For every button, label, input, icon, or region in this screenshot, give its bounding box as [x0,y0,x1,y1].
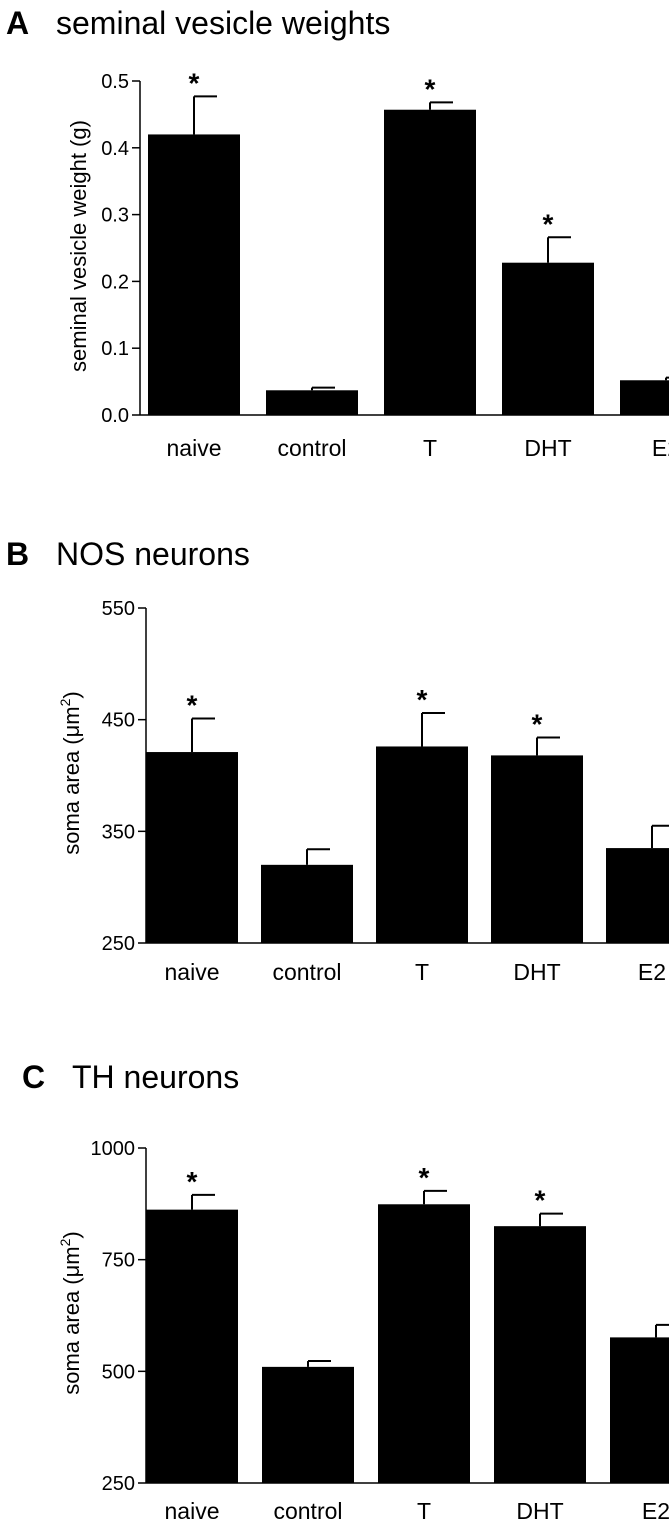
panel-a-bar-control [266,390,358,415]
panel-c-category-label: T [417,1498,431,1524]
panel-b-category-label: naive [165,959,220,985]
panel-a-y-tick-label: 0.0 [101,405,129,427]
panel-b-category-label: E2 [638,959,666,985]
panel-c-y-tick-label: 1000 [91,1138,136,1160]
panel-c-bar-e2 [610,1337,669,1483]
panel-c-significance-marker: * [187,1166,198,1197]
panel-b-y-tick-label: 550 [102,598,135,620]
panel-c-y-tick-label: 250 [102,1473,135,1495]
panel-c-y-tick-label: 500 [102,1361,135,1383]
panel-b-y-axis-label-main: soma area (μm [59,706,84,854]
panel-b-y-axis-label: soma area (μm2) [57,691,84,855]
panel-c-y-tick-label: 750 [102,1250,135,1272]
panel-a-category-label: DHT [524,435,571,461]
panel-a-title: seminal vesicle weights [56,5,390,41]
panel-c-y-axis-label-superscript: 2 [57,1238,73,1246]
panel-b-bar-dht [491,755,583,943]
panel-c-bar-dht [494,1226,586,1483]
panel-a-category-label: T [423,435,437,461]
panel-c-category-label: DHT [516,1498,563,1524]
panel-b-bar-naive [146,752,238,943]
panel-b-bar-e2 [606,848,669,943]
panel-c-category-label: control [273,1498,342,1524]
panel-c-category-label: naive [165,1498,220,1524]
panel-c-title: TH neurons [72,1059,239,1095]
panel-b-bar-t [376,746,468,943]
panel-c-letter: C [22,1059,45,1095]
panel-a-significance-marker: * [543,208,554,239]
panel-a-bar-naive [148,134,240,415]
panel-c-bar-t [378,1204,470,1483]
panel-b-y-tick-label: 250 [102,933,135,955]
panel-b-title: NOS neurons [56,536,250,572]
panel-a-category-label: E2 [652,435,669,461]
panel-b-significance-marker: * [187,690,198,721]
panel-a-y-tick-label: 0.4 [101,138,129,160]
panel-b-bar-control [261,864,353,943]
panel-c-y-axis-label-end: ) [59,1231,84,1238]
panel-a-bar-t [384,109,476,415]
panel-b-significance-marker: * [532,709,543,740]
panel-b-y-tick-label: 450 [102,710,135,732]
panel-c-y-axis-label: soma area (μm2) [57,1231,84,1395]
panel-c-bar-naive [146,1209,238,1483]
panel-c-significance-marker: * [419,1162,430,1193]
panel-a-y-tick-label: 0.5 [101,71,129,93]
panel-a-category-label: control [277,435,346,461]
panel-c: C TH neurons soma area (μm2) 250 500 750 10… [22,1059,669,1524]
panel-c-category-label: E2 [642,1498,669,1524]
panel-a-bar-dht [502,262,594,415]
panel-b-category-label: control [272,959,341,985]
panel-a: A seminal vesicle weights seminal vesicl… [6,5,669,461]
panel-a-significance-marker: * [425,73,436,104]
panel-b-y-tick-label: 350 [102,821,135,843]
panel-b-significance-marker: * [417,684,428,715]
panel-b-y-axis-label-superscript: 2 [57,698,73,706]
panel-a-letter: A [6,5,29,41]
panel-c-bar-control [262,1366,354,1483]
panel-a-y-tick-label: 0.1 [101,338,129,360]
panel-b: B NOS neurons soma area (μm2) 250 350 450 5… [6,536,669,985]
panel-c-y-axis-label-main: soma area (μm [59,1246,84,1394]
panel-a-y-tick-label: 0.2 [101,271,129,293]
panel-a-y-axis-label: seminal vesicle weight (g) [66,120,91,372]
panel-b-category-label: T [415,959,429,985]
panel-a-category-label: naive [167,435,222,461]
panel-c-significance-marker: * [535,1185,546,1216]
panel-a-bar-e2 [620,380,669,415]
panel-a-significance-marker: * [189,67,200,98]
panel-a-y-tick-label: 0.3 [101,205,129,227]
panel-b-letter: B [6,536,29,572]
panel-b-y-axis-label-end: ) [59,691,84,698]
panel-b-category-label: DHT [513,959,560,985]
